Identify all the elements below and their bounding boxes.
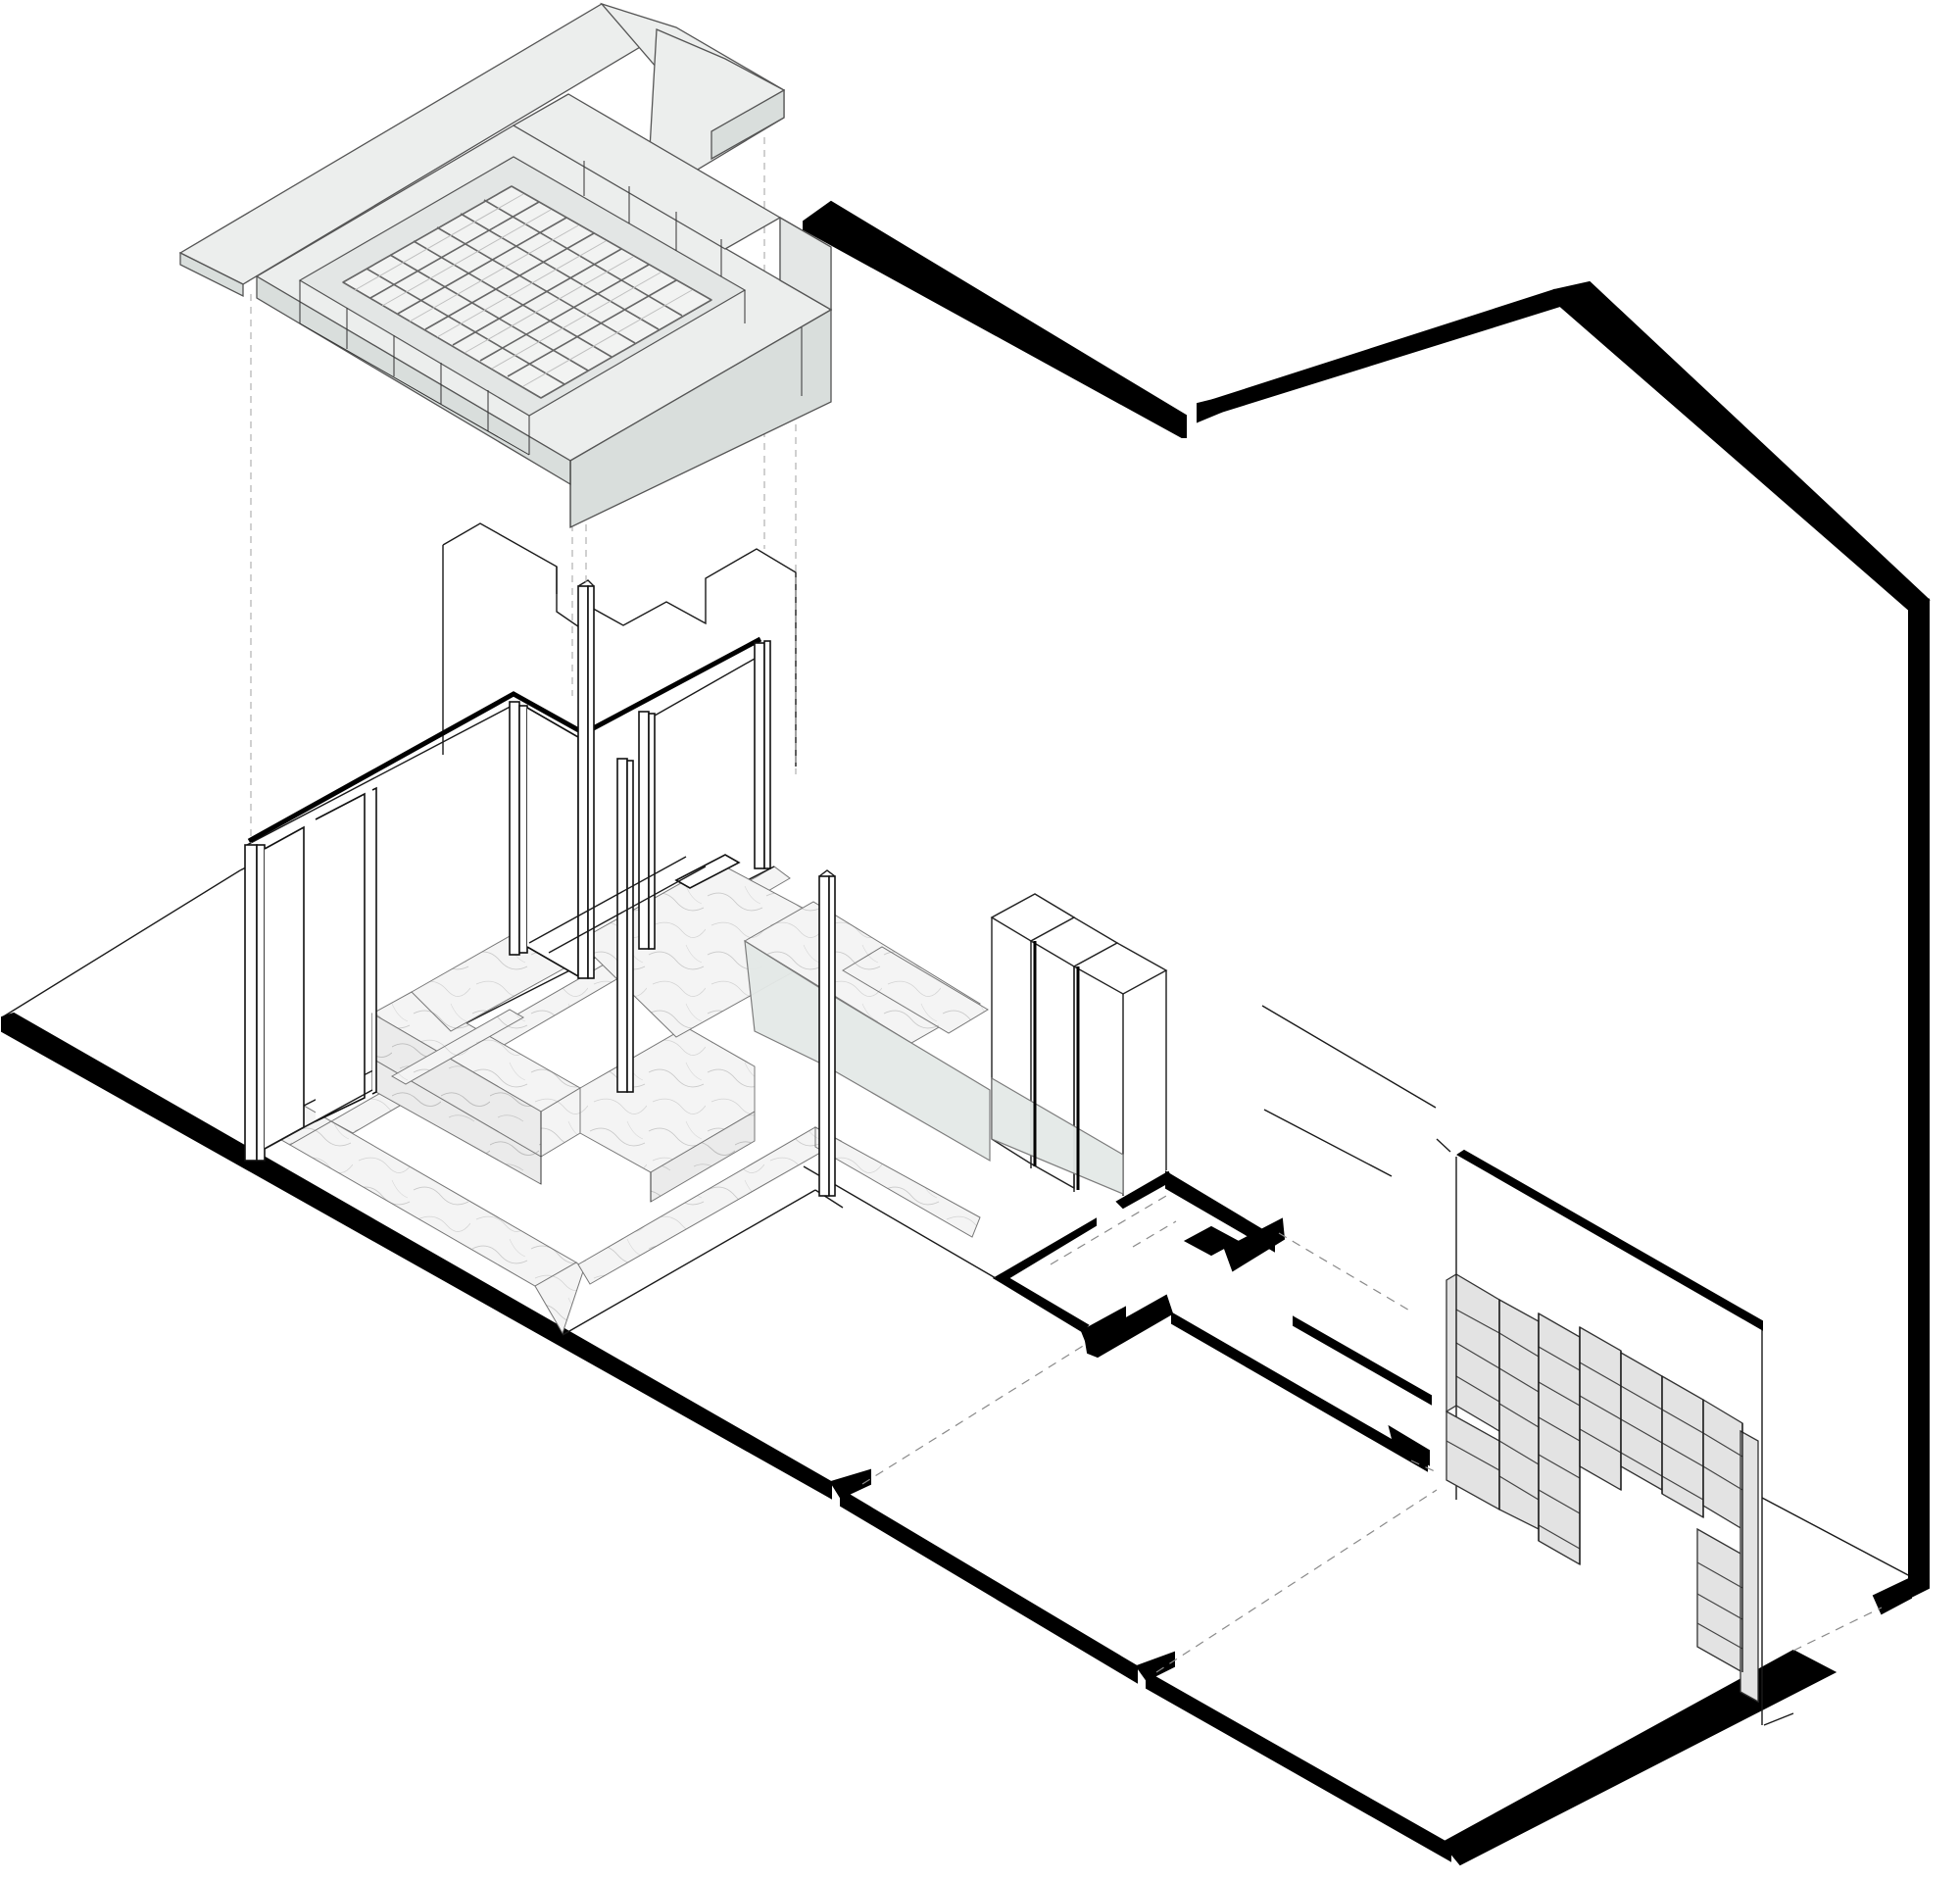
floor-outline [1,842,1930,1726]
tall-cabinets [990,893,1168,1196]
shelf-dividers [1446,1309,1743,1650]
glass-partitions [244,522,836,1197]
interior-walls [992,1170,1432,1472]
skylight-grid [342,185,712,399]
exterior-walls [0,200,1931,1866]
door-openings [861,1195,1883,1673]
roof-panel [178,2,833,529]
bookshelf-wall [1446,1149,1763,1725]
marble-bench [370,862,991,1203]
